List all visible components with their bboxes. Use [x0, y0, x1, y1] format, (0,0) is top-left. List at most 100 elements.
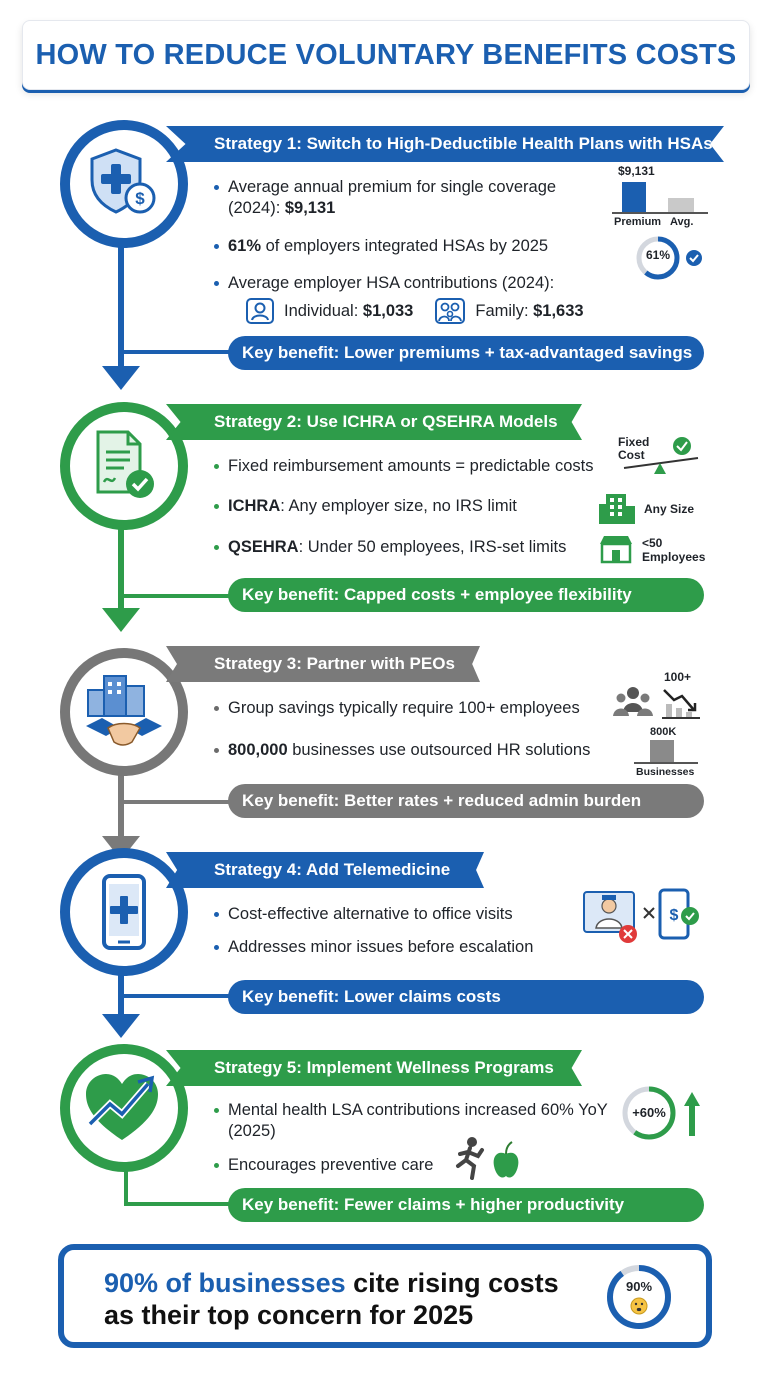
- check-icon: [686, 250, 702, 266]
- premium-value-label: $9,131: [618, 164, 655, 178]
- people-group-icon: [613, 687, 653, 716]
- storefront-icon: [600, 536, 632, 564]
- heart-trend-icon: [86, 1074, 158, 1140]
- strategy-4-ribbon: Strategy 4: Add Telemedicine: [166, 852, 484, 888]
- footer-line-1: cite rising costs: [345, 1268, 559, 1298]
- strategy-5-icon-circle: [60, 1044, 188, 1172]
- strategy-3-ribbon: Strategy 3: Partner with PEOs: [166, 646, 480, 682]
- flow-line: [118, 770, 124, 842]
- buildings-handshake-icon: [86, 675, 162, 746]
- title-banner: HOW TO REDUCE VOLUNTARY BENEFITS COSTS: [22, 20, 750, 90]
- premium-bar-chart: $9,131 Premium Avg.: [612, 164, 708, 234]
- family-contribution: Family: $1,633: [475, 301, 584, 320]
- list-item: Group savings typically require 100+ emp…: [212, 698, 622, 719]
- employees-threshold-label: 100+: [664, 670, 692, 684]
- runner-apple-icon: [456, 1137, 519, 1180]
- strategy-2-bullets: Fixed reimbursement amounts = predictabl…: [212, 456, 622, 574]
- arrow-up-icon: [684, 1092, 700, 1136]
- fixed-cost-scale: Fixed Cost: [618, 434, 702, 480]
- fixed-cost-label: Fixed Cost: [618, 435, 650, 462]
- footer-callout: 90% of businesses cite rising costs as t…: [58, 1244, 712, 1348]
- average-bar: [668, 198, 694, 212]
- flow-connector: [118, 350, 238, 354]
- footer-highlight: 90% of businesses: [104, 1268, 346, 1298]
- footer-statement: 90% of businesses cite rising costs as t…: [104, 1268, 559, 1332]
- hsa-contributions: Individual: $1,033 Family: $1,633: [246, 298, 584, 324]
- strategy-1-bullets: Average annual premium for single covera…: [212, 177, 597, 301]
- strategy-3-icon-circle: [60, 648, 188, 776]
- strategy-3-bullets: Group savings typically require 100+ emp…: [212, 698, 622, 778]
- strategy-2-ribbon: Strategy 2: Use ICHRA or QSEHRA Models: [166, 404, 582, 440]
- hsa-donut: 61%: [634, 234, 704, 282]
- under-50-badge: <50 Employees: [598, 534, 708, 568]
- strategy-1-ribbon: Strategy 1: Switch to High-Deductible He…: [166, 126, 724, 162]
- donut-label: 61%: [645, 248, 671, 262]
- chart-baseline: [634, 762, 698, 764]
- doctor-vs-phone-icon: $: [583, 888, 699, 943]
- document-check-icon: [96, 430, 154, 498]
- telemedicine-graphic: $: [582, 886, 706, 946]
- shield-plus-dollar-icon: $: [90, 148, 156, 214]
- flow-line: [118, 526, 124, 614]
- office-building-icon: [599, 494, 635, 524]
- list-item: Fixed reimbursement amounts = predictabl…: [212, 456, 622, 477]
- flow-connector: [118, 994, 238, 998]
- list-item: Average annual premium for single covera…: [212, 177, 597, 220]
- businesses-bar-fill: [650, 740, 674, 762]
- donut-chart: [622, 1086, 676, 1140]
- strategy-5-key-benefit: Key benefit: Fewer claims + higher produ…: [228, 1188, 704, 1222]
- strategy-2-key-benefit: Key benefit: Capped costs + employee fle…: [228, 578, 704, 612]
- group-savings-graphic: 100+: [612, 668, 706, 722]
- flow-arrow-icon: [102, 1014, 140, 1038]
- list-item: QSEHRA: Under 50 employees, IRS-set limi…: [212, 537, 622, 558]
- donut-chart: [607, 1265, 671, 1329]
- any-size-badge: Any Size: [598, 492, 708, 526]
- donut-label: +60%: [632, 1105, 666, 1120]
- svg-text:$: $: [135, 189, 145, 208]
- balance-scale-icon: [623, 437, 699, 474]
- person-icon: [246, 298, 274, 324]
- individual-contribution: Individual: $1,033: [284, 301, 414, 320]
- strategy-4-bullets: Cost-effective alternative to office vis…: [212, 904, 592, 975]
- any-size-label: Any Size: [644, 502, 695, 516]
- businesses-label: Businesses: [636, 766, 695, 778]
- family-icon: [435, 298, 466, 324]
- strategy-3-key-benefit: Key benefit: Better rates + reduced admi…: [228, 784, 704, 818]
- list-item: Mental health LSA contributions increase…: [212, 1100, 612, 1143]
- strategy-4-key-benefit: Key benefit: Lower claims costs: [228, 980, 704, 1014]
- premium-bar-label: Premium: [614, 216, 662, 228]
- list-item: Average employer HSA contributions (2024…: [212, 273, 597, 294]
- list-item: 800,000 businesses use outsourced HR sol…: [212, 740, 622, 761]
- strategy-5-ribbon: Strategy 5: Implement Wellness Programs: [166, 1050, 582, 1086]
- strategy-1-icon-circle: $: [60, 120, 188, 248]
- businesses-count-label: 800K: [650, 726, 677, 738]
- flow-connector: [118, 800, 238, 804]
- list-item: Cost-effective alternative to office vis…: [212, 904, 592, 925]
- under-50-label: <50 Employees: [642, 536, 705, 564]
- flow-line: [118, 244, 124, 369]
- list-item: ICHRA: Any employer size, no IRS limit: [212, 496, 622, 517]
- strategy-4-icon-circle: [60, 848, 188, 976]
- under-50-unit: Employees: [642, 550, 706, 564]
- list-item: 61% of employers integrated HSAs by 2025: [212, 236, 597, 257]
- chart-baseline: [612, 212, 708, 214]
- footer-line-2: as their top concern for 2025: [104, 1299, 474, 1330]
- strategy-1-key-benefit: Key benefit: Lower premiums + tax-advant…: [228, 336, 704, 370]
- page-title: HOW TO REDUCE VOLUNTARY BENEFITS COSTS: [35, 38, 737, 71]
- strategy-5-bullets: Mental health LSA contributions increase…: [212, 1100, 612, 1192]
- badge-label: 90%: [625, 1279, 653, 1294]
- preventive-care-graphic: [454, 1136, 526, 1182]
- lsa-growth-donut: +60%: [620, 1084, 710, 1146]
- under-50-count: <50: [642, 536, 663, 550]
- flow-line: [124, 1166, 128, 1206]
- businesses-bar: 800K Businesses: [634, 726, 706, 778]
- premium-bar: [622, 182, 646, 212]
- flow-arrow-icon: [102, 366, 140, 390]
- footer-badge: 90%: [604, 1262, 674, 1332]
- strategy-2-icon-circle: [60, 402, 188, 530]
- flow-connector: [124, 1202, 238, 1206]
- average-bar-label: Avg.: [670, 216, 694, 228]
- flow-connector: [118, 594, 238, 598]
- donut-chart: [636, 236, 680, 280]
- smartphone-medical-icon: [102, 874, 146, 950]
